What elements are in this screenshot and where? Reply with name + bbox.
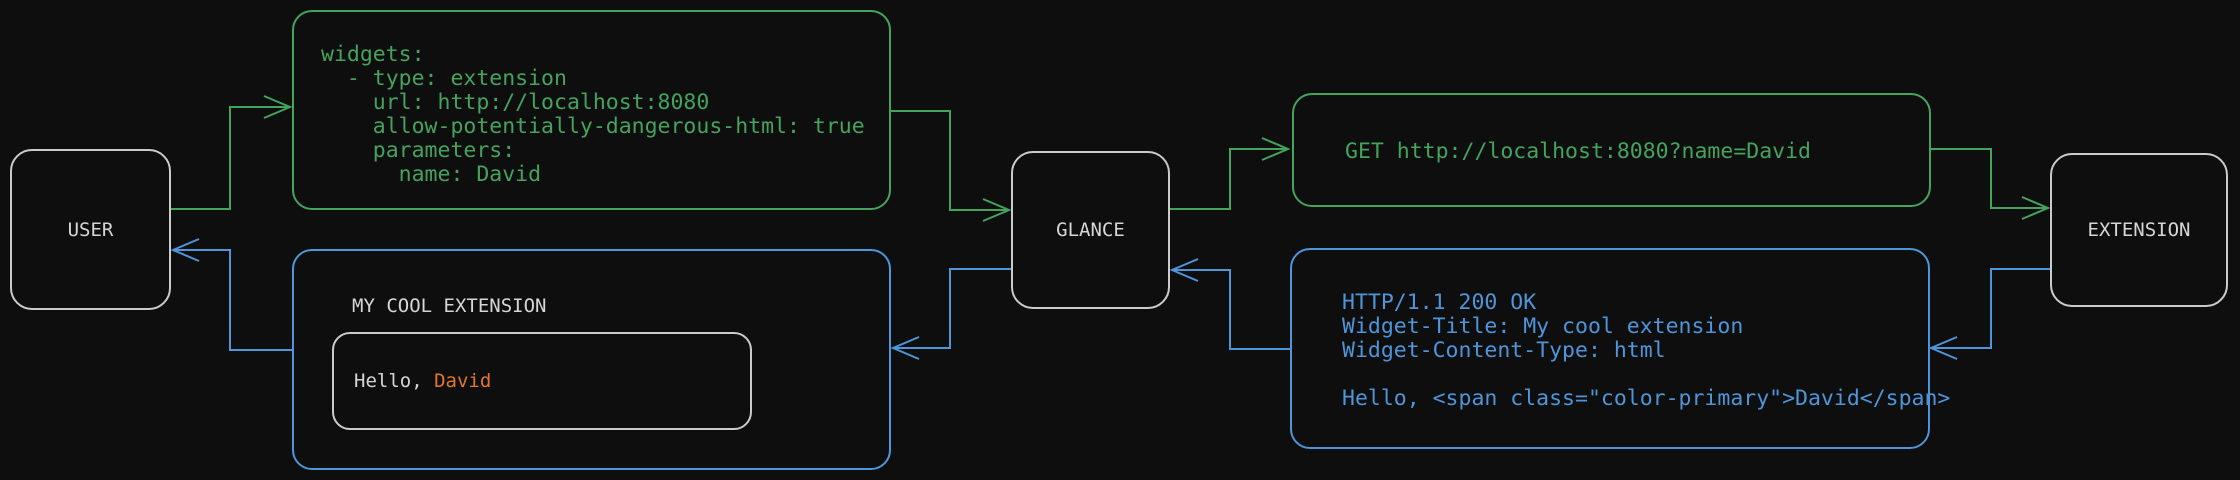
- config-yaml-box: widgets: - type: extension url: http://l…: [292, 10, 891, 210]
- node-user: USER: [10, 149, 171, 310]
- greeting-name: David: [434, 370, 492, 392]
- node-extension: EXTENSION: [2050, 153, 2228, 307]
- widget-inner-frame: Hello, David: [332, 332, 752, 430]
- widget-greeting: Hello, David: [334, 370, 491, 392]
- http-response-box: HTTP/1.1 200 OK Widget-Title: My cool ex…: [1290, 248, 1950, 449]
- widget-title: MY COOL EXTENSION: [352, 295, 547, 317]
- http-request-box: GET http://localhost:8080?name=David: [1292, 93, 1931, 207]
- http-request-code: GET http://localhost:8080?name=David: [1345, 139, 1811, 164]
- http-response-code: HTTP/1.1 200 OK Widget-Title: My cool ex…: [1342, 290, 1951, 411]
- node-user-label: USER: [67, 218, 114, 241]
- node-glance: GLANCE: [1011, 151, 1170, 309]
- widget-preview-box: MY COOL EXTENSION Hello, David: [292, 249, 891, 470]
- node-extension-label: EXTENSION: [2087, 219, 2191, 241]
- arrow-config-to-glance: [891, 110, 1012, 222]
- config-yaml-code: widgets: - type: extension url: http://l…: [321, 42, 865, 187]
- arrow-glance-to-request: [1170, 137, 1291, 210]
- arrow-glance-to-widget: [890, 268, 1011, 360]
- arrow-response-to-glance: [1169, 258, 1290, 350]
- arrow-user-to-config: [171, 95, 293, 210]
- greeting-prefix: Hello,: [354, 370, 435, 392]
- arrow-request-to-extension: [1931, 148, 2051, 220]
- node-glance-label: GLANCE: [1056, 219, 1125, 241]
- arrow-widget-to-user: [170, 238, 292, 351]
